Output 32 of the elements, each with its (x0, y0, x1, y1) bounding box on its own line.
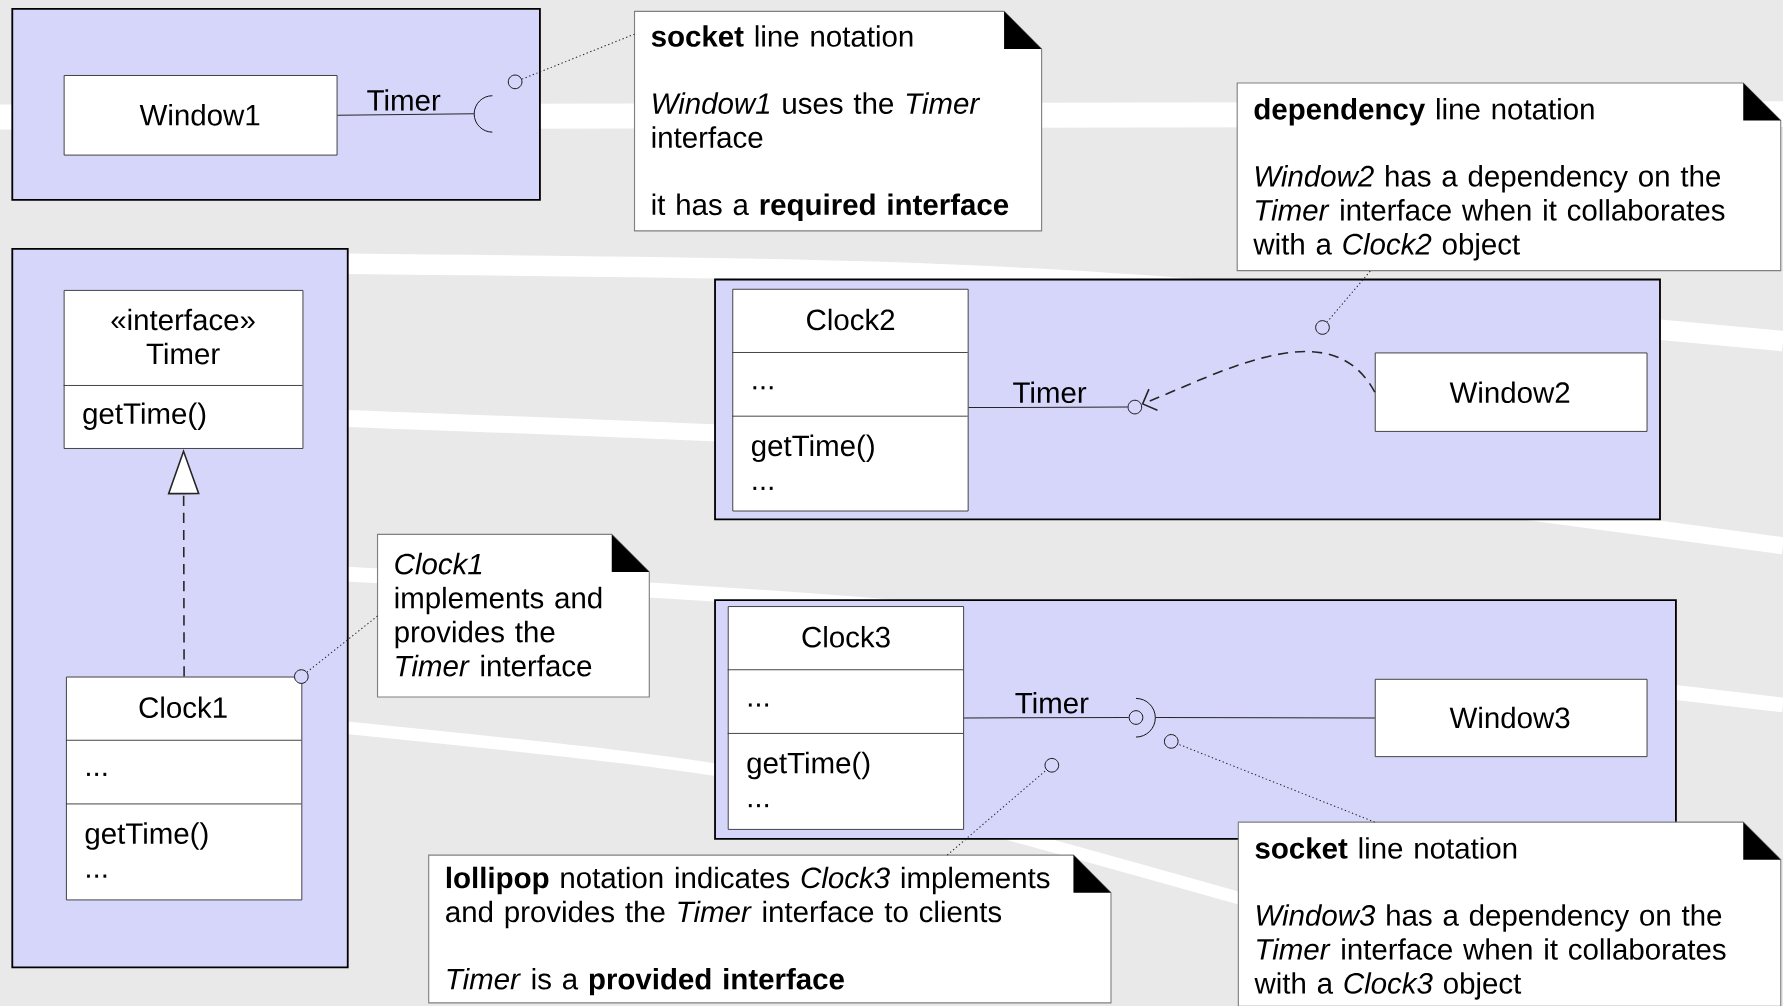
note-box: socket line notation Window3 has a dependency on the Timer interface when it collaborates with a Clock3 object (1237, 821, 1782, 1006)
anchor-circle (507, 74, 523, 89)
connector-line (337, 113, 475, 116)
connector-line (963, 716, 1130, 719)
anchor-circle (1044, 757, 1060, 773)
class-box: Clock3 ... getTime() ... (727, 605, 965, 830)
class-box: Window3 (1374, 678, 1648, 757)
note-box: dependency line notation Window2 has a dependency on the Timer interface when it collaborates with a Clock2 object (1236, 82, 1782, 271)
socket-symbol (1135, 697, 1156, 738)
note-box: Clock1 implements and provides the Timer interface (376, 533, 650, 698)
note-box: lollipop notation indicates Clock3 implements and provides the Timer interface to clients Timer is a provided interface (428, 854, 1112, 1004)
edge-label: Timer (365, 87, 442, 112)
leader-line (946, 769, 1047, 856)
class-box: Window2 (1374, 352, 1648, 432)
note-box: socket line notation Window1 uses the Timer interface it has a required interface (633, 10, 1043, 232)
class-box: Window1 (63, 74, 338, 156)
class-box: Clock1 ... getTime() ... (65, 676, 303, 901)
anchor-circle (294, 669, 309, 684)
leader-line (1326, 270, 1371, 323)
leader-line (306, 615, 379, 673)
anchor-circle (1315, 320, 1330, 335)
connector-line (1155, 716, 1376, 719)
leader-line (521, 33, 636, 80)
anchor-circle (1163, 733, 1179, 749)
class-box: Clock2 ... getTime() ... (731, 288, 969, 512)
interface-circle (1128, 710, 1144, 725)
leader-line (1177, 743, 1376, 823)
socket-symbol (473, 95, 493, 133)
dependency-arrow (1141, 350, 1376, 411)
connector-line (968, 406, 1129, 408)
class-box: «interface» Timer getTime() (63, 289, 304, 449)
edge-label: Timer (1011, 380, 1088, 405)
